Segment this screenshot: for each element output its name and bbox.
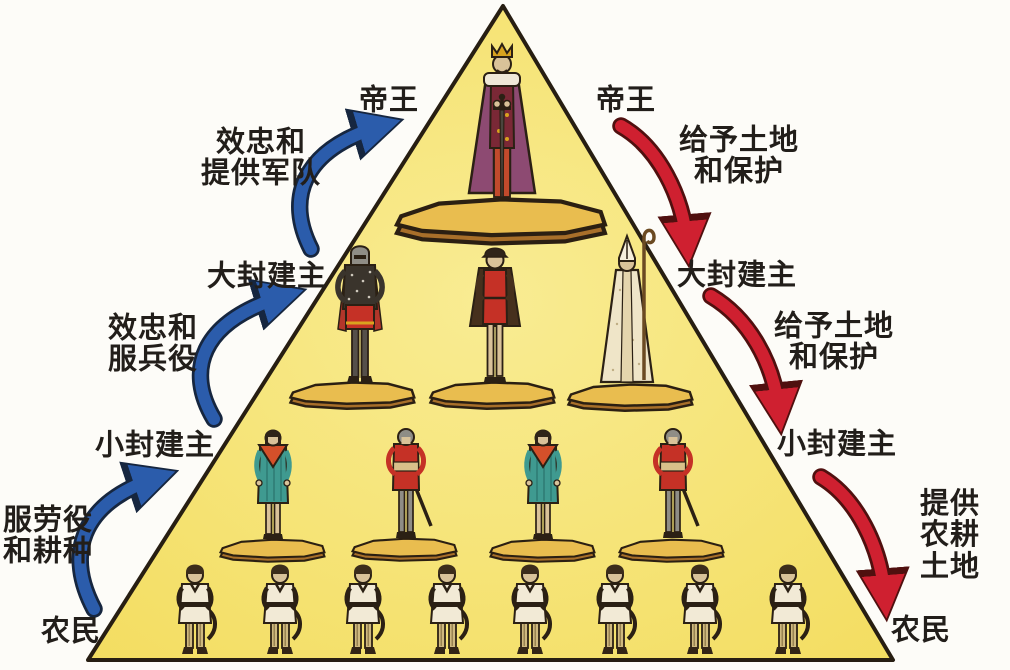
emperor-platform (397, 199, 605, 243)
great-lord-platform (289, 381, 416, 410)
lesser-lord-platform (489, 538, 596, 563)
upward-arrow-peasants-to-lesser-lords (71, 461, 180, 618)
upward-arrow-lesser-to-great-lords (191, 278, 308, 428)
lesser-lord-platform (219, 538, 326, 563)
great-lords-label-left: 大封建主 (206, 258, 328, 293)
lesser-lord-platform (351, 537, 458, 562)
downward-arrow-lesser-lords-to-peasants (812, 468, 910, 623)
obligation-label-loyalty-army: 效忠和 提供军队 (200, 124, 322, 190)
upward-arrow-great-lords-to-emperor (291, 108, 405, 258)
emperor-label-right: 帝王 (595, 82, 657, 117)
obligation-label-labor-farming: 服劳役 和耕种 (2, 502, 94, 568)
lesser-lord-platform (618, 538, 725, 563)
grant-label-land-protection-top: 给予土地 和保护 (678, 122, 800, 188)
downward-arrow-great-to-lesser-lords (702, 287, 804, 437)
peasants-label-right: 农民 (890, 612, 952, 647)
emperor-label-left: 帝王 (358, 82, 420, 117)
downward-arrow-emperor-to-great-lords (612, 117, 712, 269)
great-lord-platform (429, 381, 556, 410)
grant-label-farmland: 提供农耕 土地 (920, 486, 981, 583)
grant-label-land-protection-middle: 给予土地 和保护 (773, 308, 895, 374)
peasants-label-left: 农民 (40, 613, 102, 648)
lesser-lords-label-left: 小封建主 (94, 427, 216, 462)
great-lord-platform (567, 383, 694, 412)
obligation-label-loyalty-service: 效忠和 服兵役 (107, 310, 199, 376)
great-lords-label-right: 大封建主 (676, 257, 798, 292)
lesser-lords-label-right: 小封建主 (776, 426, 898, 461)
